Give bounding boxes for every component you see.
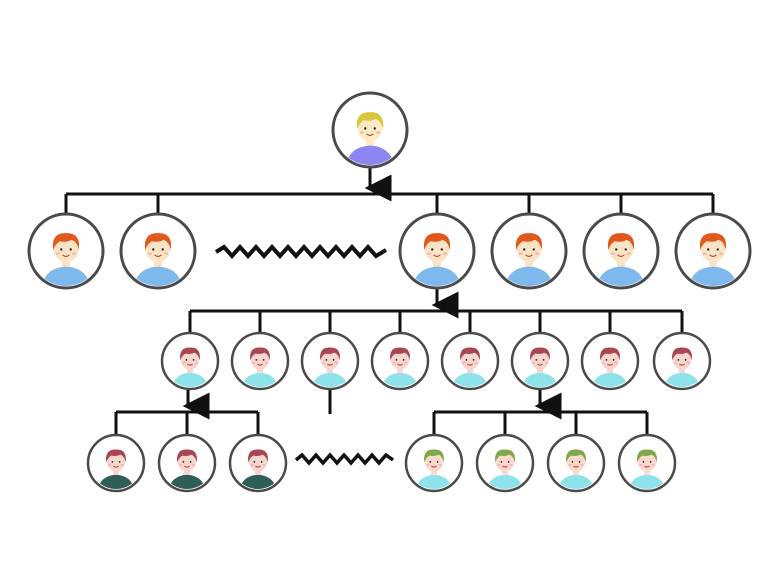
- person-avatar-l2-6: [674, 212, 752, 290]
- person-avatar-l4-g2-4: [617, 433, 677, 493]
- person-avatar-l4-g1-1: [86, 433, 146, 493]
- person-avatar-l1-1: [331, 91, 409, 169]
- person-avatar-l4-g1-3: [228, 433, 288, 493]
- person-avatar-l3-6: [510, 331, 570, 391]
- person-avatar-l2-3: [398, 212, 476, 290]
- person-avatar-l3-2: [230, 331, 290, 391]
- continuation-mark: [294, 452, 395, 466]
- person-avatar-l3-8: [652, 331, 712, 391]
- connectors: [64, 160, 715, 437]
- continuation-mark: [214, 243, 388, 260]
- person-avatar-l3-5: [440, 331, 500, 391]
- person-avatar-l2-5: [582, 212, 660, 290]
- person-avatar-l4-g1-2: [157, 433, 217, 493]
- person-avatar-l3-4: [370, 331, 430, 391]
- person-avatar-l2-2: [119, 212, 197, 290]
- person-avatar-l2-4: [490, 212, 568, 290]
- person-avatar-l3-7: [580, 331, 640, 391]
- person-avatar-l2-1: [27, 212, 105, 290]
- person-avatar-l4-g2-1: [404, 433, 464, 493]
- person-avatar-l4-g2-2: [475, 433, 535, 493]
- person-avatar-l3-3: [300, 331, 360, 391]
- person-avatar-l4-g2-3: [546, 433, 606, 493]
- person-avatar-l3-1: [160, 331, 220, 391]
- people-nodes: [27, 91, 752, 493]
